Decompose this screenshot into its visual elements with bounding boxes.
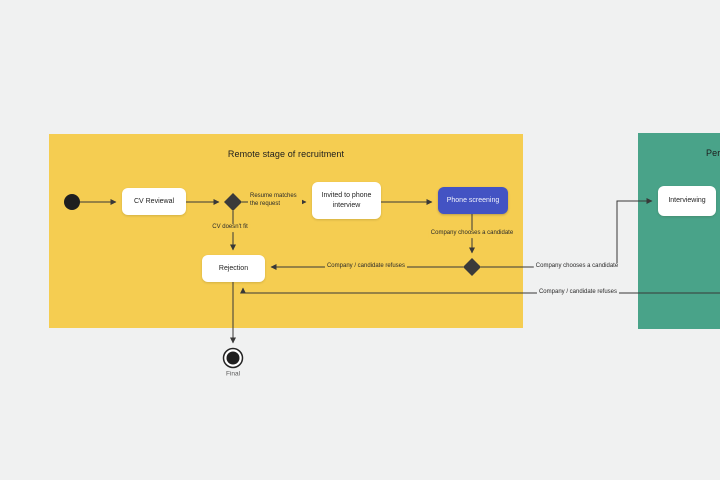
node-phone-screening-label: Phone screening <box>446 196 500 204</box>
initial-node[interactable] <box>64 194 80 210</box>
connector-refuses-to-rejection[interactable] <box>240 287 720 294</box>
decision-diamond-phone[interactable] <box>463 258 481 276</box>
decision-diamond-cv[interactable] <box>224 193 242 211</box>
edge-label-company-chooses-2[interactable]: Company chooses a candidate <box>533 263 621 271</box>
edge-label-refuses-1[interactable]: Company / candidate refuses <box>324 263 408 271</box>
final-node[interactable] <box>222 347 244 369</box>
node-rejection[interactable]: Rejection <box>202 255 265 282</box>
frame-personal-stage[interactable]: Per <box>638 133 720 329</box>
node-interviewing[interactable]: Interviewing <box>658 186 716 216</box>
frame-personal-title: Per <box>706 148 720 158</box>
frame-remote-title: Remote stage of recruitment <box>227 149 345 159</box>
edge-label-resume-matches[interactable]: Resume matches the request <box>248 192 302 210</box>
edge-label-refuses-2[interactable]: Company / candidate refuses <box>536 289 620 297</box>
edge-label-cv-doesnt-fit[interactable]: CV doesn't fit <box>210 224 250 232</box>
node-cv-reviewal-label: CV Reviewal <box>133 197 175 205</box>
node-invited-phone-interview[interactable]: Invited to phone interview <box>312 182 381 219</box>
final-node-label: Final <box>225 370 241 378</box>
node-interviewing-label: Interviewing <box>668 197 706 205</box>
node-cv-reviewal[interactable]: CV Reviewal <box>122 188 186 215</box>
edge-label-company-chooses-1[interactable]: Company chooses a candidate <box>428 230 516 238</box>
node-rejection-label: Rejection <box>218 264 249 272</box>
node-invited-label: Invited to phone interview <box>321 192 372 209</box>
node-phone-screening[interactable]: Phone screening <box>438 187 508 214</box>
